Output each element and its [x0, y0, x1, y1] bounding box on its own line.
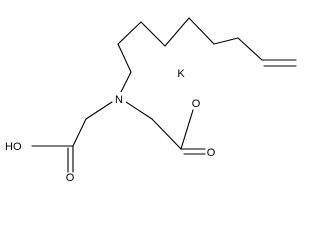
bond-c2-c3: [117, 21, 142, 45]
bond-c6-c7: [213, 37, 239, 45]
left-carboxymethyl-arm: [31, 101, 113, 173]
nitrogen-atom-label: N: [115, 94, 123, 106]
bond-c4-c5: [164, 17, 190, 47]
bond-c5-c6: [188, 17, 215, 45]
structure-drawing: N HO O O O K: [5, 17, 297, 184]
octenyl-chain: [117, 17, 297, 97]
bond-n-ch2-right: [125, 101, 153, 120]
bond-c3-c4: [140, 21, 166, 47]
right-carboxymethyl-arm: [125, 101, 206, 155]
bond-c7-c8: [237, 37, 263, 61]
bond-c1-c2: [117, 43, 132, 73]
bond-ch2-c-left: [72, 118, 87, 147]
atom-labels: N HO O O O K: [5, 68, 216, 184]
hydroxyl-label: HO: [5, 141, 22, 153]
structure-canvas: N HO O O O K: [5, 17, 297, 184]
bond-ch2-c-right: [151, 118, 182, 150]
bond-c-o-ester: [180, 109, 194, 150]
carbonyl-oxygen-left-label: O: [66, 172, 75, 184]
carbonyl-oxygen-right-label: O: [207, 147, 216, 159]
potassium-label: K: [177, 68, 185, 80]
bond-n-ch2-left: [85, 101, 113, 120]
ester-oxygen-label: O: [192, 98, 201, 110]
